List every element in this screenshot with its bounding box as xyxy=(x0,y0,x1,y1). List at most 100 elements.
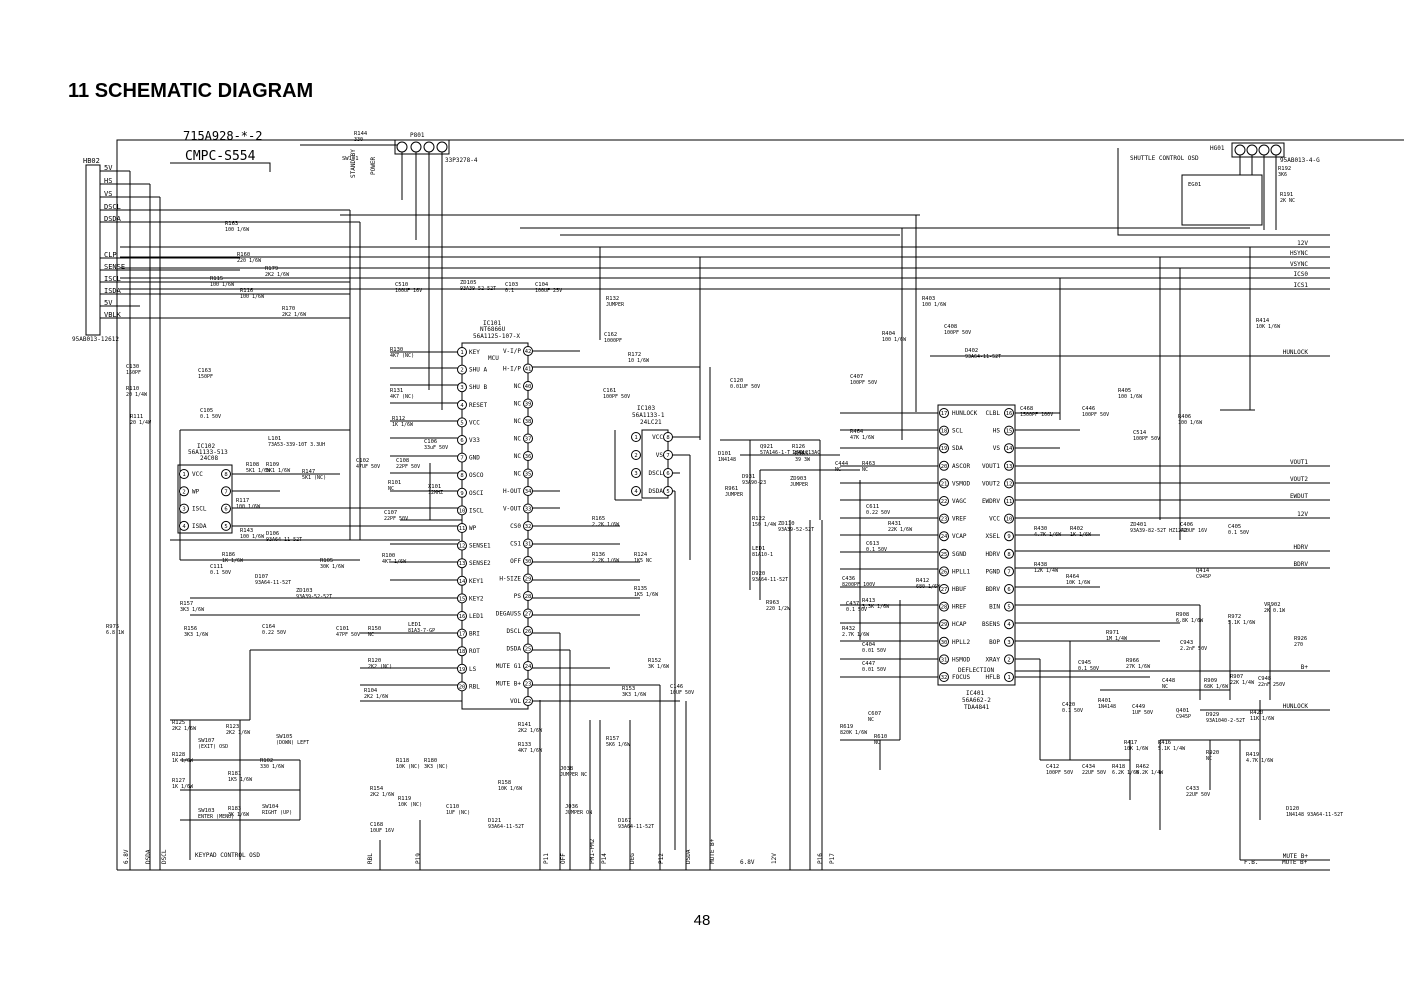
mcu-right-26-pin-number: 26 xyxy=(525,629,532,635)
ic401-label: DEFLECTION xyxy=(958,667,995,674)
component-r975-value: 6.8 1W xyxy=(106,630,125,636)
component-r147-ref: R147 xyxy=(302,469,315,475)
component-c420-value: 0.1 50V xyxy=(1062,708,1083,714)
ic103-3-pin-circle xyxy=(631,468,641,478)
ic401-right-14-pin-number: 14 xyxy=(1006,446,1013,452)
mcu-right-30-pin-number: 30 xyxy=(525,559,532,565)
component-c164-value: 0.22 50V xyxy=(262,630,286,636)
component-r128-value: 1K 1/6W xyxy=(172,758,194,764)
component-r418-value: 6.2K 1/6W xyxy=(1112,770,1140,776)
ic401-left-28-pin-circle xyxy=(939,601,949,612)
bus-label-bdrv: BDRV xyxy=(1294,561,1309,568)
mcu-left-6-pin-number: 6 xyxy=(460,438,463,444)
mcu-left-4-pin-circle xyxy=(457,399,467,410)
component-c405-ref: C405 xyxy=(1228,524,1241,530)
component-c436-ref: C436 xyxy=(842,576,855,582)
component-q414-value: C945P xyxy=(1196,574,1211,580)
bus-label-ics1: ICS1 xyxy=(1294,282,1309,289)
component-r192-value: 3K6 xyxy=(1278,172,1287,178)
ic401-right-7-pin-circle xyxy=(1004,566,1014,577)
mcu-right-pin-label: PS xyxy=(514,593,522,600)
mcu-right-28-pin-circle xyxy=(523,591,533,601)
component-r908-ref: R908 xyxy=(1176,612,1189,618)
component-r413-value: 3.3K 1/6W xyxy=(862,604,890,610)
ic401-right-14-pin-circle xyxy=(1004,443,1014,454)
component-r401-value: 1N4148 xyxy=(1098,704,1116,710)
component-r102-value: 330 1/6W xyxy=(260,764,285,770)
bottom-net-6-8v: 6.8V xyxy=(740,859,755,866)
component-c437-ref: C437 xyxy=(846,601,859,607)
component-r130-ref: R130 xyxy=(390,347,403,353)
mcu-right-24-pin-circle xyxy=(523,661,533,671)
mcu-left-pin-label: OSCO xyxy=(469,472,484,479)
ic401-right-2-pin-circle xyxy=(1004,654,1014,665)
ic401-right-13-pin-number: 13 xyxy=(1006,464,1013,470)
ic401-right-11-pin-circle xyxy=(1004,496,1014,506)
component-r971-ref: R971 xyxy=(1106,630,1119,636)
component-r132-ref: R132 xyxy=(606,296,619,302)
mcu-right-35-pin-number: 35 xyxy=(525,472,532,478)
component-c130-value: 150PF xyxy=(126,370,141,376)
component-r133-value: 4K7 1/6W xyxy=(518,748,543,754)
component-x101-ref: X101 xyxy=(428,484,441,490)
hg01-ref: HG01 xyxy=(1210,145,1225,152)
component-r111-ref: R111 xyxy=(130,414,143,420)
component-c945-value: 0.1 50V xyxy=(1078,666,1099,672)
component-r141-ref: R141 xyxy=(518,722,531,728)
mcu-part: NT6866U xyxy=(480,326,506,333)
component-d121-value: 93A64-11-52T xyxy=(488,824,524,830)
mcu-right-pin-label: H-OUT xyxy=(503,488,521,495)
component-r610-value: NC xyxy=(874,740,880,746)
component-r119-ref: R119 xyxy=(398,796,411,802)
ic401-left-32-pin-number: 32 xyxy=(941,675,948,681)
mcu-right-34-pin-number: 34 xyxy=(525,489,532,495)
component-r124-ref: R124 xyxy=(634,552,648,558)
p801-part: 33P3278-4 xyxy=(445,157,478,164)
ic401-left-pin-label: FOCUS xyxy=(952,674,970,681)
ic401-left-22-pin-number: 22 xyxy=(941,499,948,505)
mcu-right-29-pin-circle xyxy=(523,573,533,584)
component-r130-value: 4K7 (NC) xyxy=(390,353,414,359)
component-c103-value: 0.1 xyxy=(505,288,514,294)
component-r128-ref: R128 xyxy=(172,752,185,758)
component-r908-value: 6.8K 1/6W xyxy=(1176,618,1204,624)
component-r181-ref: R181 xyxy=(228,771,241,777)
component-r150-ref: R150 xyxy=(368,626,381,632)
component-r414-value: 10K 1/6W xyxy=(1256,324,1281,330)
mcu-left-14-pin-circle xyxy=(457,575,467,586)
component-c948-value: 22nF 250V xyxy=(1258,682,1285,688)
component-r110-value: 20 1/4W xyxy=(126,392,148,398)
component-c468-value: 1500PF 100V xyxy=(1020,412,1053,418)
bus-label-vout1: VOUT1 xyxy=(1290,459,1308,466)
mcu-left-pin-label: OSCI xyxy=(469,490,484,497)
ic401-left-31-pin-number: 31 xyxy=(941,657,948,663)
component-d929-ref: D929 xyxy=(1206,712,1219,718)
mcu-right-22-pin-number: 22 xyxy=(525,699,532,705)
ic401-left-24-pin-number: 24 xyxy=(941,534,948,540)
mcu-left-pin-label: RESET xyxy=(469,402,487,409)
component-r417-ref: R417 xyxy=(1124,740,1137,746)
mcu-left-pin-label: KEY1 xyxy=(469,578,484,585)
mcu-left-18-pin-number: 18 xyxy=(459,649,466,655)
component-r105-value: 30K 1/6W xyxy=(320,564,345,570)
component-c107-value: 22PF 50V xyxy=(384,516,408,522)
ic401-right-pin-label: BSENS xyxy=(982,621,1000,628)
mcu-left-18-pin-circle xyxy=(457,646,467,657)
component-r181-value: 1K5 1/6W xyxy=(228,777,253,783)
component-c162-value: 1000PF xyxy=(604,338,622,344)
hb02-pin-9: SENSE xyxy=(104,263,125,271)
component-r118-ref: R118 xyxy=(396,758,409,764)
ic401-right-pin-label: VCC xyxy=(989,516,1000,523)
mcu-left-15-pin-circle xyxy=(457,593,467,604)
component-eg01-ref: EG01 xyxy=(1188,182,1201,188)
component-d107-ref: D107 xyxy=(255,574,268,580)
component-r909-ref: R909 xyxy=(1204,678,1217,684)
mcu-right-31-pin-circle xyxy=(523,538,533,549)
ic103-r-5-pin-number: 5 xyxy=(666,489,669,495)
mcu-left-2-pin-number: 2 xyxy=(460,368,463,374)
component-c447-ref: C447 xyxy=(862,661,875,667)
ic401-right-6-pin-number: 6 xyxy=(1007,587,1010,593)
mcu-left-pin-label: SHU A xyxy=(469,367,487,374)
ic401-right-pin-label: PGND xyxy=(986,568,1001,575)
